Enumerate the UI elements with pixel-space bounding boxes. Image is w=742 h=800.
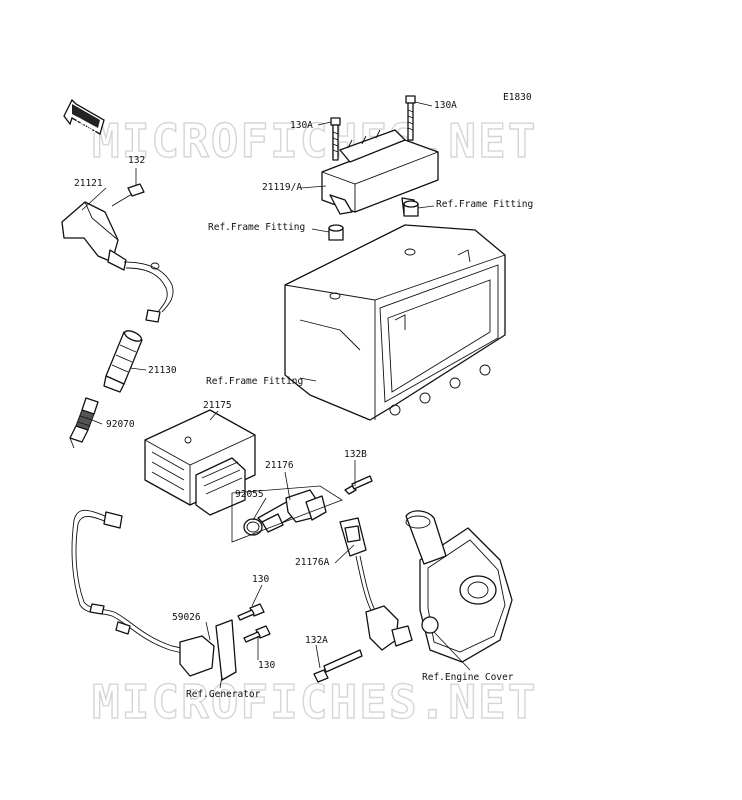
sensor-21176: [257, 489, 327, 533]
front-arrow-icon: FRONT: [63, 98, 105, 136]
label-132a: 132A: [305, 635, 328, 646]
label-21175: 21175: [203, 400, 232, 411]
bracket-21176: [231, 485, 343, 543]
bolt-132a: [313, 649, 363, 683]
label-59026: 59026: [172, 612, 201, 623]
engine-cover: [405, 510, 513, 663]
battery-box: [284, 224, 506, 421]
label-21119a: 21119/A: [262, 182, 302, 193]
label-132: 132: [128, 155, 145, 166]
label-ref-engine-cover: Ref.Engine Cover: [422, 672, 514, 683]
sensor-21176a: [339, 517, 413, 651]
label-132b: 132B: [344, 449, 367, 460]
o-ring-92055: [243, 518, 263, 536]
bolt-130a-right: [405, 95, 416, 141]
leader-lines: [81, 101, 471, 689]
regulator-21119a: [321, 129, 439, 215]
label-ref-frame-right: Ref.Frame Fitting: [436, 199, 533, 210]
label-130a-left: 130A: [290, 120, 313, 131]
label-92070: 92070: [106, 419, 135, 430]
wire-harness: [71, 509, 191, 656]
bolt-132b: [344, 475, 373, 495]
grommet-left: [328, 224, 344, 241]
spark-plug-92070: [69, 397, 99, 449]
label-130-bottom: 130: [258, 660, 275, 671]
label-130a-right: 130A: [434, 100, 457, 111]
watermark-bottom: MICROFICHES.NET: [92, 675, 537, 729]
label-ref-frame-box: Ref.Frame Fitting: [206, 376, 303, 387]
ignition-coil-21121: [61, 201, 174, 323]
label-21121: 21121: [74, 178, 103, 189]
bolt-132: [111, 183, 145, 207]
plug-cap-21130: [103, 330, 143, 393]
bolt-130-bottom: [243, 625, 271, 643]
cdi-unit-21175: [144, 409, 256, 516]
label-21176a: 21176A: [295, 557, 330, 568]
label-130-top: 130: [252, 574, 269, 585]
label-ref-frame-left: Ref.Frame Fitting: [208, 222, 305, 233]
watermark-top: MICROFICHES.NET: [92, 114, 537, 168]
label-21176: 21176: [265, 460, 294, 471]
pickup-59026: [179, 619, 237, 681]
label-ref-generator: Ref.Generator: [186, 689, 261, 700]
grommet-right: [403, 200, 419, 217]
bolt-130-top: [237, 603, 265, 621]
bolt-130a-left: [330, 117, 341, 161]
label-21130: 21130: [148, 365, 177, 376]
label-92055: 92055: [235, 489, 264, 500]
diagram-code: E1830: [503, 92, 532, 103]
